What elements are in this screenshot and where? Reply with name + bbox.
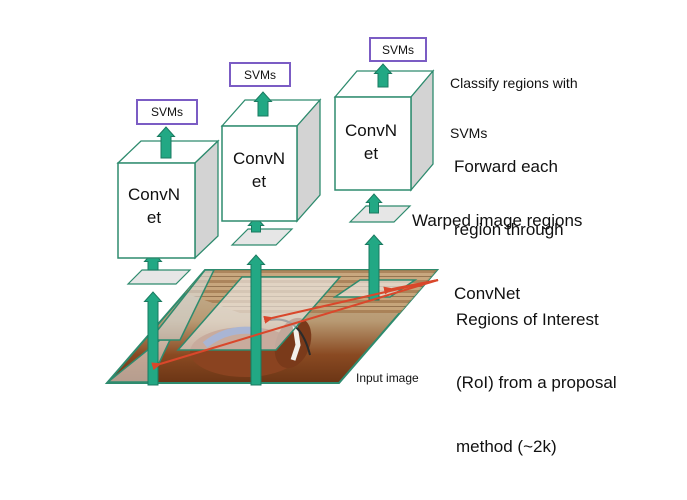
arrow-input-to-patch-3 bbox=[364, 234, 384, 301]
convnet-label-1: ConvN et bbox=[118, 184, 190, 230]
annotation-roi-line2: (RoI) from a proposal bbox=[456, 373, 617, 393]
arrow-convnet-to-svm-3 bbox=[373, 63, 393, 88]
annotation-classify: Classify regions with SVMs bbox=[450, 41, 578, 175]
annotation-roi-line3: method (~2k) bbox=[456, 437, 557, 456]
convnet-label-2-line2: et bbox=[251, 171, 267, 191]
warped-region-patch-3 bbox=[348, 205, 412, 223]
warped-region-patch-1 bbox=[126, 269, 192, 285]
roi-region-left-tall bbox=[148, 269, 216, 341]
annotation-roi-line1: Regions of Interest bbox=[456, 309, 599, 329]
annotation-forward-line1: Forward each bbox=[454, 156, 558, 176]
annotation-classify-line1: Classify regions with bbox=[450, 74, 578, 91]
annotation-classify-line2: SVMs bbox=[450, 124, 488, 141]
convnet-label-3-line2: et bbox=[363, 143, 379, 163]
convnet-label-1-line1: ConvN bbox=[128, 185, 180, 204]
convnet-label-2: ConvN et bbox=[223, 148, 295, 194]
arrow-patch-to-convnet-3 bbox=[365, 193, 383, 214]
annotation-forward-line3: ConvNet bbox=[454, 284, 521, 303]
svm-box-1 bbox=[136, 99, 198, 125]
convnet-cube-front-1 bbox=[117, 162, 196, 259]
roi-arrow-to-left bbox=[151, 279, 439, 371]
annotation-input-image: Input image bbox=[356, 371, 419, 385]
warped-region-patch-2 bbox=[230, 228, 294, 246]
convnet-label-1-line2: et bbox=[146, 207, 162, 227]
arrow-input-to-patch-2 bbox=[246, 254, 266, 386]
roi-arrow-to-middle bbox=[263, 279, 439, 324]
annotation-forward-line2: region through bbox=[454, 220, 564, 240]
roi-pointer-arrows bbox=[151, 279, 439, 371]
convnet-cube-front-3 bbox=[334, 96, 412, 191]
convnet-label-3: ConvN et bbox=[335, 120, 407, 166]
horse-blaze bbox=[290, 324, 301, 361]
arrow-convnet-to-svm-1 bbox=[156, 126, 176, 159]
svm-box-2 bbox=[229, 62, 291, 87]
rcnn-diagram: SVMs SVMs SVMs ConvN et ConvN et ConvN e… bbox=[104, 37, 617, 456]
annotation-roi: Regions of Interest (RoI) from a proposa… bbox=[456, 266, 617, 500]
svm-box-label-3: SVMs bbox=[381, 43, 414, 57]
arrow-convnet-to-svm-2 bbox=[253, 91, 273, 117]
diagram-canvas bbox=[104, 37, 440, 386]
convnet-cube-front-2 bbox=[221, 125, 298, 222]
annotation-forward: Forward each region through ConvNet bbox=[454, 113, 564, 347]
convnet-label-3-line1: ConvN bbox=[345, 121, 397, 140]
svm-box-label-1: SVMs bbox=[150, 105, 183, 119]
arrow-input-to-patch-1 bbox=[143, 291, 163, 386]
convnet-label-2-line1: ConvN bbox=[233, 149, 285, 168]
annotation-warped: Warped image regions bbox=[412, 211, 583, 230]
svm-box-3 bbox=[369, 37, 427, 62]
svm-box-label-2: SVMs bbox=[243, 68, 276, 82]
